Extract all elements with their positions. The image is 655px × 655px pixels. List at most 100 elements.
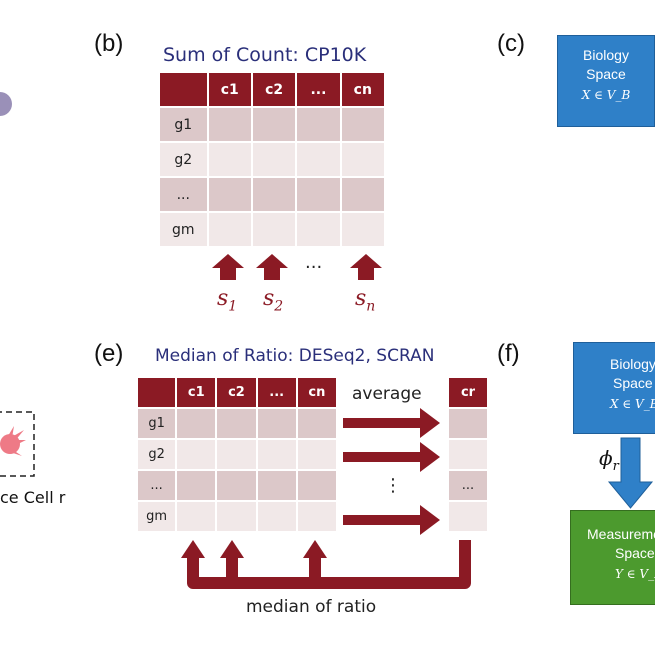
- header-c1: c1: [177, 378, 216, 407]
- row-label-g1: g1: [160, 108, 207, 141]
- reference-cell-caption: ce Cell r: [0, 488, 66, 507]
- biology-space-math: X ∈ V_B: [581, 88, 631, 102]
- matrix-cell: [252, 108, 296, 141]
- matrix-cell: [217, 409, 256, 438]
- reference-cell-icon: [0, 426, 26, 456]
- sum-label-s2: s2: [263, 286, 283, 314]
- matrix-cell: [217, 471, 256, 500]
- matrix-cell: [208, 213, 251, 246]
- matrix-cell: [177, 471, 216, 500]
- average-label: average: [352, 384, 422, 404]
- matrix-cell: [341, 108, 384, 141]
- mapping-phi-base: ϕ: [599, 446, 613, 470]
- sum-label-sn-base: s: [355, 286, 367, 311]
- matrix-cell: [449, 409, 487, 438]
- header-corner: [160, 73, 207, 106]
- median-of-ratio-label: median of ratio: [246, 597, 377, 617]
- matrix-cell: [208, 108, 251, 141]
- matrix-cell: [341, 178, 384, 211]
- panel-b-label: (b): [94, 30, 124, 57]
- header-cn: cn: [297, 378, 336, 407]
- header-c1: c1: [208, 73, 251, 106]
- matrix-cell: [252, 178, 296, 211]
- biology-space-box-f: Biology Space X ∈ V_B: [573, 342, 655, 434]
- row-label-g2: g2: [138, 440, 176, 469]
- matrix-cell: [297, 409, 336, 438]
- mapping-down-arrow: [607, 437, 654, 509]
- matrix-cell: [177, 409, 216, 438]
- matrix-cell: [449, 502, 487, 531]
- panel-f-label: (f): [497, 340, 520, 367]
- sum-label-s1: s1: [217, 286, 237, 314]
- panel-c-label: (c): [497, 30, 525, 57]
- up-arrow-sn: [350, 254, 382, 280]
- matrix-cell: [177, 502, 216, 531]
- matrix-cell: [257, 409, 296, 438]
- up-arrowhead-cn: [303, 540, 327, 558]
- header-cn: cn: [341, 73, 384, 106]
- measurement-space-line1: Measurement: [587, 526, 655, 542]
- biology-space-line1: Biology: [583, 47, 629, 63]
- measurement-space-math: Y ∈ V_M: [615, 567, 655, 581]
- biology-space-f-math: X ∈ V_B: [610, 397, 655, 411]
- panel-e-ratio-matrix: c1 c2 ... cn g1 g2 ... gm: [136, 376, 338, 533]
- header-ellipsis: ...: [257, 378, 296, 407]
- biology-space-line2: Space: [586, 66, 626, 82]
- sum-label-s2-base: s: [263, 286, 275, 311]
- panel-e-title: Median of Ratio: DESeq2, SCRAN: [155, 346, 435, 366]
- matrix-cell: [177, 440, 216, 469]
- header-c2: c2: [217, 378, 256, 407]
- between-arrows-ellipsis: ...: [305, 252, 323, 273]
- right-arrow-row2: [343, 442, 440, 472]
- sum-label-s1-base: s: [217, 286, 229, 311]
- sum-label-sn-sub: n: [366, 298, 376, 315]
- row-label-ellipsis: ...: [138, 471, 176, 500]
- reference-cell-column: cr ...: [447, 376, 489, 533]
- matrix-cell: [341, 213, 384, 246]
- matrix-cell: [297, 143, 340, 176]
- measurement-space-line2: Space: [615, 545, 655, 561]
- row-label-g1: g1: [138, 409, 176, 438]
- matrix-cell: [341, 143, 384, 176]
- sum-label-s1-sub: 1: [228, 298, 238, 315]
- ref-cell-ellipsis: ...: [449, 471, 487, 500]
- matrix-cell: [449, 440, 487, 469]
- matrix-cell: [208, 143, 251, 176]
- header-corner: [138, 378, 176, 407]
- matrix-cell: [257, 502, 296, 531]
- biology-space-f-line1: Biology: [610, 356, 655, 372]
- sum-label-sn: sn: [355, 286, 375, 314]
- median-ratio-connector: [187, 540, 471, 589]
- matrix-cell: [297, 502, 336, 531]
- matrix-cell: [208, 178, 251, 211]
- sum-label-s2-sub: 2: [274, 298, 284, 315]
- up-arrowhead-c2: [220, 540, 244, 558]
- right-arrow-row4: [343, 505, 440, 535]
- matrix-cell: [257, 440, 296, 469]
- row-label-gm: gm: [138, 502, 176, 531]
- panel-b-count-matrix: c1 c2 ... cn g1 g2 ... gm: [158, 71, 386, 248]
- header-c2: c2: [252, 73, 296, 106]
- header-cr: cr: [449, 378, 487, 407]
- header-ellipsis: ...: [297, 73, 340, 106]
- matrix-cell: [297, 213, 340, 246]
- biology-space-box: Biology Space X ∈ V_B: [557, 35, 655, 127]
- matrix-cell: [217, 440, 256, 469]
- measurement-space-box: Measurement Space Y ∈ V_M: [570, 510, 655, 605]
- right-arrow-row1: [343, 408, 440, 438]
- row-label-g2: g2: [160, 143, 207, 176]
- matrix-cell: [297, 108, 340, 141]
- reference-cell-dashed-box: [0, 411, 35, 477]
- mapping-phi-label: ϕr: [599, 446, 619, 474]
- up-arrowhead-c1: [181, 540, 205, 558]
- row-label-ellipsis: ...: [160, 178, 207, 211]
- mapping-phi-sub: r: [612, 459, 619, 474]
- panel-b-title: Sum of Count: CP10K: [163, 44, 367, 66]
- panel-e-label: (e): [94, 340, 124, 367]
- up-arrow-s2: [256, 254, 288, 280]
- arrow-rows-vertical-ellipsis: ⋮: [384, 475, 402, 496]
- matrix-cell: [252, 213, 296, 246]
- row-label-gm: gm: [160, 213, 207, 246]
- partial-circle-shape: [0, 92, 12, 116]
